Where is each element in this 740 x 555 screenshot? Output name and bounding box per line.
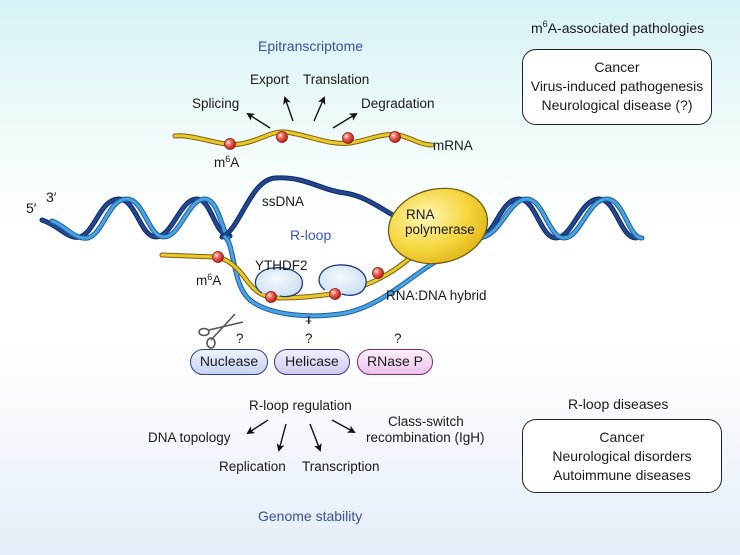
epitranscriptome-arrows — [246, 96, 358, 129]
m6a-label-hybrid: m6A — [196, 272, 222, 288]
m6a-pathologies-box: Cancer Virus-induced pathogenesis Neurol… — [522, 49, 712, 125]
nuclease-pill: Nuclease — [190, 349, 268, 375]
m6a-site-icon — [329, 288, 341, 300]
ssdna-strand — [219, 175, 401, 240]
ythdf2-protein-2 — [318, 264, 367, 296]
outcome-replication: Replication — [219, 459, 286, 474]
rnase-p-pill: RNase P — [357, 349, 433, 375]
outcome-transcription: Transcription — [302, 459, 380, 474]
arrow-export — [283, 96, 294, 122]
disease-item: Autoimmune diseases — [553, 467, 691, 483]
pathology-item: Neurological disease (?) — [541, 97, 693, 113]
r-loop-label: R-loop — [290, 227, 332, 243]
hybrid-rna-strand — [159, 235, 443, 301]
arrow-translation — [313, 96, 326, 122]
arrow-transcription — [309, 423, 322, 452]
regulation-arrows — [246, 419, 356, 452]
arrow-splicing — [246, 112, 271, 129]
process-translation: Translation — [303, 72, 370, 87]
scissors-icon — [198, 313, 244, 349]
mrna-strand — [172, 129, 435, 150]
genome-stability-title: Genome stability — [258, 508, 363, 524]
m6a-site-icon — [342, 132, 354, 144]
arrow-degradation — [332, 112, 358, 129]
rloop-diseases-box: Cancer Neurological disorders Autoimmune… — [522, 419, 722, 493]
outcome-recombination: recombination (IgH) — [366, 430, 485, 445]
dna-helix-left — [39, 196, 233, 241]
helicase-question: ? — [305, 331, 313, 346]
rnase-p-question: ? — [394, 331, 402, 346]
rloop-diseases-title: R-loop diseases — [568, 396, 669, 412]
plus-sign: + — [305, 314, 313, 328]
m6a-site-icon — [265, 291, 277, 303]
ythdf2-proteins — [212, 251, 384, 303]
m6a-label-top: m6A — [214, 154, 240, 170]
helicase-pill: Helicase — [274, 349, 350, 375]
ythdf2-label: YTHDF2 — [255, 258, 308, 273]
pathology-item: Cancer — [594, 59, 640, 75]
epitranscriptome-title: Epitranscriptome — [258, 38, 364, 54]
m6a-site-icon — [212, 251, 224, 263]
rloop-regulation-title: R-loop regulation — [249, 398, 352, 413]
ythdf2-protein-1 — [254, 267, 304, 298]
dna-helix-right — [475, 196, 645, 241]
m6a-site-icon — [389, 131, 401, 143]
five-prime-label: 5′ — [26, 200, 37, 216]
pathology-item: Virus-induced pathogenesis — [530, 78, 704, 94]
arrow-class-switch — [331, 419, 356, 433]
mrna-label: mRNA — [433, 138, 473, 153]
disease-item: Cancer — [599, 429, 645, 445]
process-export: Export — [250, 72, 290, 87]
polymerase-label-line2: polymerase — [405, 222, 475, 237]
ssdna-label: ssDNA — [262, 194, 305, 209]
arrow-replication — [276, 423, 287, 452]
disease-item: Neurological disorders — [552, 448, 692, 464]
arrow-dna-topology — [246, 419, 269, 435]
m6a-pathologies-title: m6A-associated pathologies — [531, 19, 705, 36]
outcome-class-switch: Class-switch — [388, 414, 464, 429]
nuclease-question: ? — [236, 331, 244, 346]
process-degradation: Degradation — [361, 96, 435, 111]
m6a-site-icon — [276, 131, 288, 143]
m6a-site-icon — [224, 138, 236, 150]
rna-polymerase-icon — [387, 187, 489, 265]
process-splicing: Splicing — [192, 96, 240, 111]
rna-dna-hybrid-label: RNA:DNA hybrid — [386, 288, 487, 303]
outcome-dna-topology: DNA topology — [148, 430, 231, 445]
m6a-site-icon — [372, 267, 384, 279]
polymerase-label-line1: RNA — [406, 207, 435, 222]
template-dna-strand — [222, 234, 471, 319]
three-prime-label: 3′ — [46, 189, 57, 205]
